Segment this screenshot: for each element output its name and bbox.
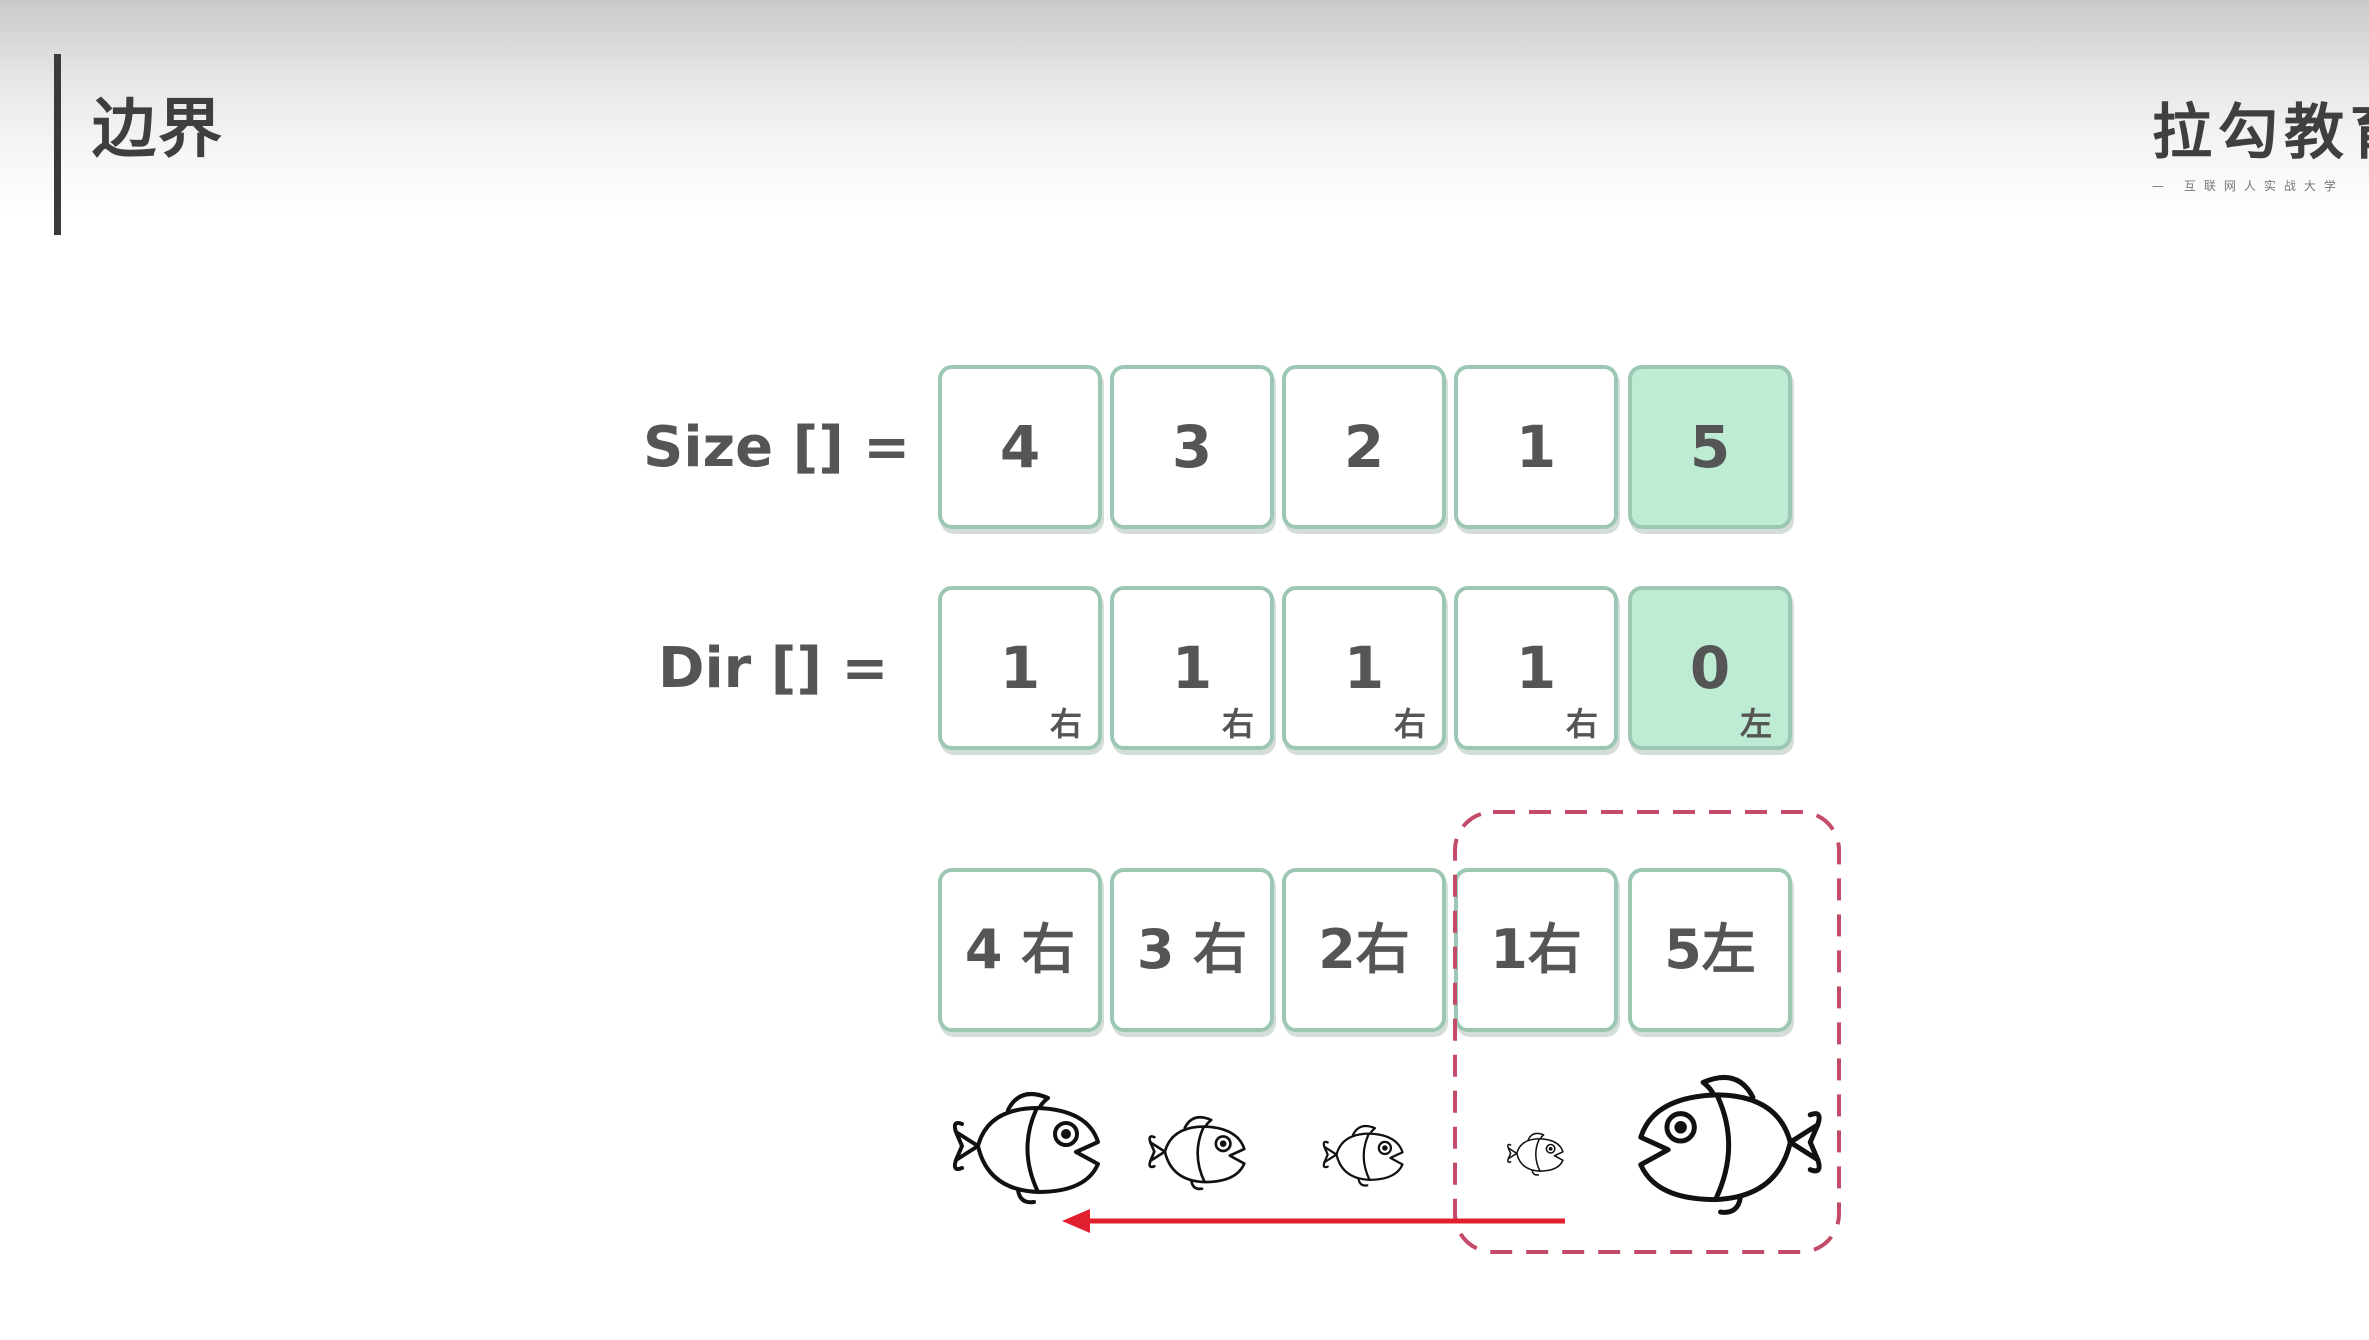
- dir-direction: 右: [1565, 705, 1598, 743]
- size-array-label: Size [] =: [643, 415, 911, 480]
- size-cell-highlighted: 5: [1628, 365, 1792, 529]
- eat-arrow-head: [1062, 1209, 1090, 1233]
- size-value: 1: [1515, 413, 1557, 481]
- dir-value: 1: [999, 634, 1041, 702]
- dir-value: 1: [1343, 634, 1385, 702]
- slide-title: 边界: [92, 93, 224, 167]
- brand-slogan: — 互联网人实战大学: [2152, 179, 2344, 193]
- fish-label-cell: 2右: [1282, 868, 1446, 1032]
- fish-size-3-icon: [1145, 1108, 1251, 1194]
- dir-value: 0: [1689, 634, 1731, 702]
- size-value: 2: [1343, 413, 1385, 481]
- dir-direction: 右: [1393, 705, 1426, 743]
- fish-label: 5左: [1664, 918, 1756, 981]
- boundary-dashed-box: [1453, 810, 1841, 1254]
- title-accent-bar: [54, 54, 61, 235]
- brand-logo: 拉勾教育: [2152, 98, 2369, 168]
- dir-value: 1: [1171, 634, 1213, 702]
- dir-value: 1: [1515, 634, 1557, 702]
- fish-label: 2右: [1318, 918, 1410, 981]
- fish-size-4-icon: [948, 1080, 1108, 1210]
- size-cell: 1: [1454, 365, 1618, 529]
- dir-direction: 右: [1221, 705, 1254, 743]
- size-cell: 2: [1282, 365, 1446, 529]
- size-cell: 3: [1110, 365, 1274, 529]
- fish-label-cell: 3 右: [1110, 868, 1274, 1032]
- fish-label-cell: 4 右: [938, 868, 1102, 1032]
- size-cell: 4: [938, 365, 1102, 529]
- dir-direction: 左: [1739, 705, 1772, 743]
- size-value: 5: [1689, 413, 1731, 481]
- fish-label: 1右: [1490, 918, 1582, 981]
- fish-size-1-icon: [1505, 1128, 1567, 1178]
- fish-size-2-icon: [1320, 1118, 1408, 1190]
- dir-direction: 右: [1049, 705, 1082, 743]
- fish-label: 3 右: [1136, 918, 1248, 981]
- fish-label: 4 右: [964, 918, 1076, 981]
- fish-label-cell: 5左: [1628, 868, 1792, 1032]
- size-value: 4: [999, 413, 1041, 481]
- fish-size-5-icon: [1628, 1060, 1828, 1222]
- dir-array-label: Dir [] =: [658, 636, 889, 701]
- size-value: 3: [1171, 413, 1213, 481]
- slide-header: [0, 0, 2369, 215]
